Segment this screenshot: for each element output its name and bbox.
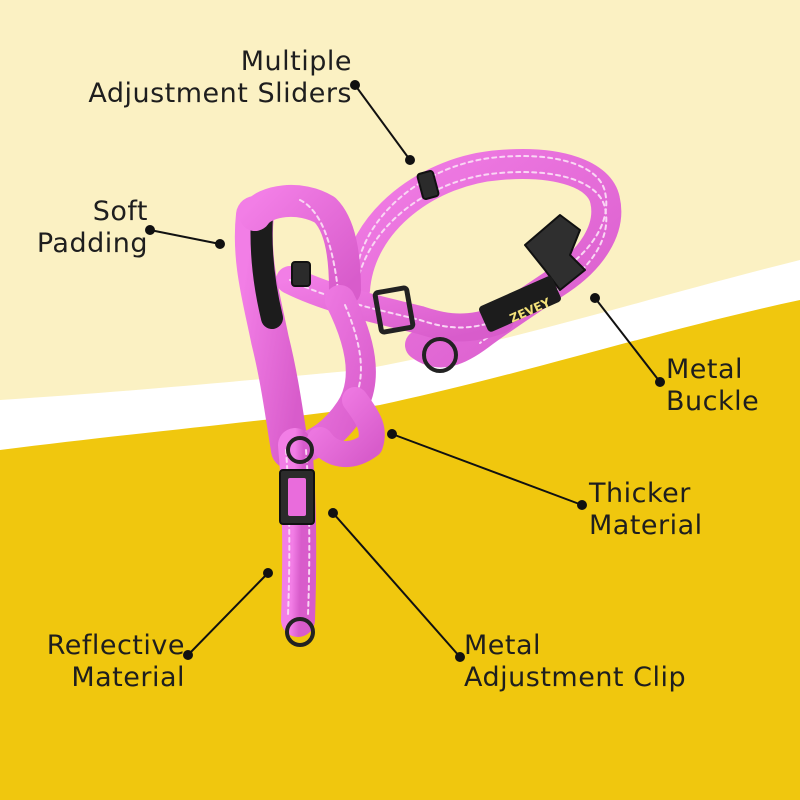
- callout-sliders: Multiple Adjustment Sliders: [40, 46, 352, 110]
- padding-piece: [250, 204, 283, 329]
- callout-reflective-line2: Material: [71, 662, 185, 693]
- callout-clip-line1: Metal: [464, 630, 542, 661]
- chin-strap: [278, 428, 317, 637]
- callout-thicker: Thicker Material: [589, 478, 789, 542]
- thicker-band: [307, 387, 385, 467]
- callout-sliders-line2: Adjustment Sliders: [88, 78, 352, 109]
- brand-tag: [479, 276, 561, 332]
- callout-lines: [145, 80, 665, 662]
- slider-mid: [372, 285, 416, 335]
- callout-clip: Metal Adjustment Clip: [464, 630, 784, 694]
- callout-buckle-line2: Buckle: [666, 386, 760, 417]
- buckle: [524, 214, 586, 291]
- callout-padding-line2: Padding: [36, 228, 148, 259]
- callout-clip-line2: Adjustment Clip: [464, 662, 687, 693]
- callout-buckle-line1: Metal: [666, 354, 744, 385]
- ring-center: [422, 337, 458, 373]
- callout-sliders-line1: Multiple: [240, 46, 352, 77]
- ring-bottom: [285, 617, 315, 647]
- callout-reflective: Reflective Material: [20, 630, 185, 694]
- callout-buckle: Metal Buckle: [666, 354, 796, 418]
- callout-reflective-line1: Reflective: [46, 630, 185, 661]
- yellow-wave: [0, 300, 800, 800]
- ring-left: [286, 436, 314, 464]
- slider-top: [416, 170, 440, 200]
- callout-thicker-line2: Material: [589, 510, 703, 541]
- slider-left: [291, 261, 311, 287]
- callout-thicker-line1: Thicker: [589, 478, 691, 509]
- callout-padding: Soft Padding: [10, 196, 148, 260]
- callout-padding-line1: Soft: [92, 196, 148, 227]
- head-halter: [234, 149, 622, 647]
